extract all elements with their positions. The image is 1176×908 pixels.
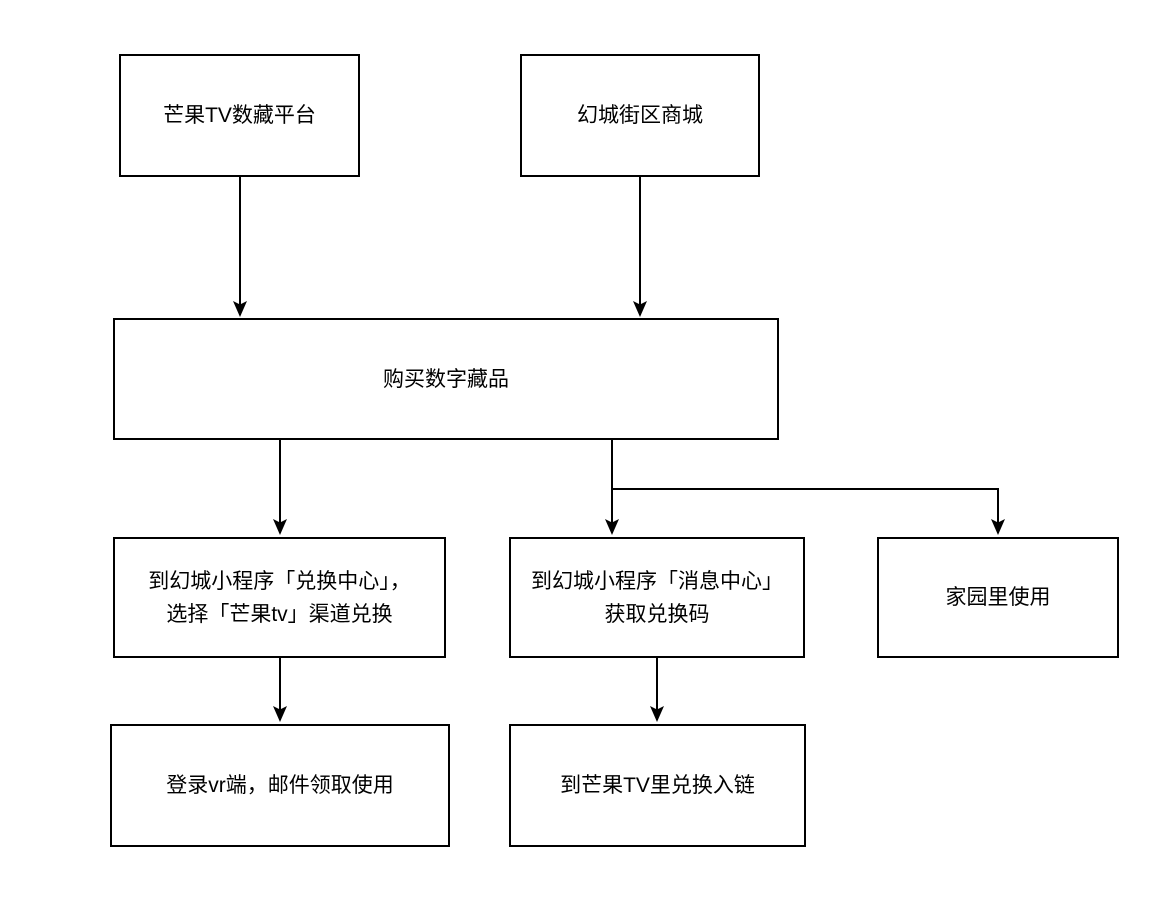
node-vr-login: 登录vr端，邮件领取使用 [110,724,450,847]
node-home-use-label: 家园里使用 [945,586,1051,609]
node-mgtv-redeem: 到芒果TV里兑换入链 [509,724,806,847]
node-redeem-center: 到幻城小程序「兑换中心」， 选择「芒果tv」渠道兑换 [113,537,446,658]
edge-buy-collectible-to-home-use [612,488,1005,535]
node-huancheng-mall: 幻城街区商城 [520,54,760,177]
node-mgtv-platform-label: 芒果TV数藏平台 [163,104,316,127]
node-message-center: 到幻城小程序「消息中心」 获取兑换码 [509,537,805,658]
node-mgtv-platform: 芒果TV数藏平台 [119,54,360,177]
node-buy-collectible: 购买数字藏品 [113,318,779,440]
node-mgtv-redeem-label: 到芒果TV里兑换入链 [560,774,755,797]
node-buy-collectible-label: 购买数字藏品 [383,367,509,391]
node-message-center-label: 到幻城小程序「消息中心」 获取兑换码 [531,569,783,626]
node-vr-login-label: 登录vr端，邮件领取使用 [166,774,394,797]
node-redeem-center-label: 到幻城小程序「兑换中心」， 选择「芒果tv」渠道兑换 [148,569,411,626]
node-huancheng-mall-label: 幻城街区商城 [577,104,703,127]
node-home-use: 家园里使用 [877,537,1119,658]
